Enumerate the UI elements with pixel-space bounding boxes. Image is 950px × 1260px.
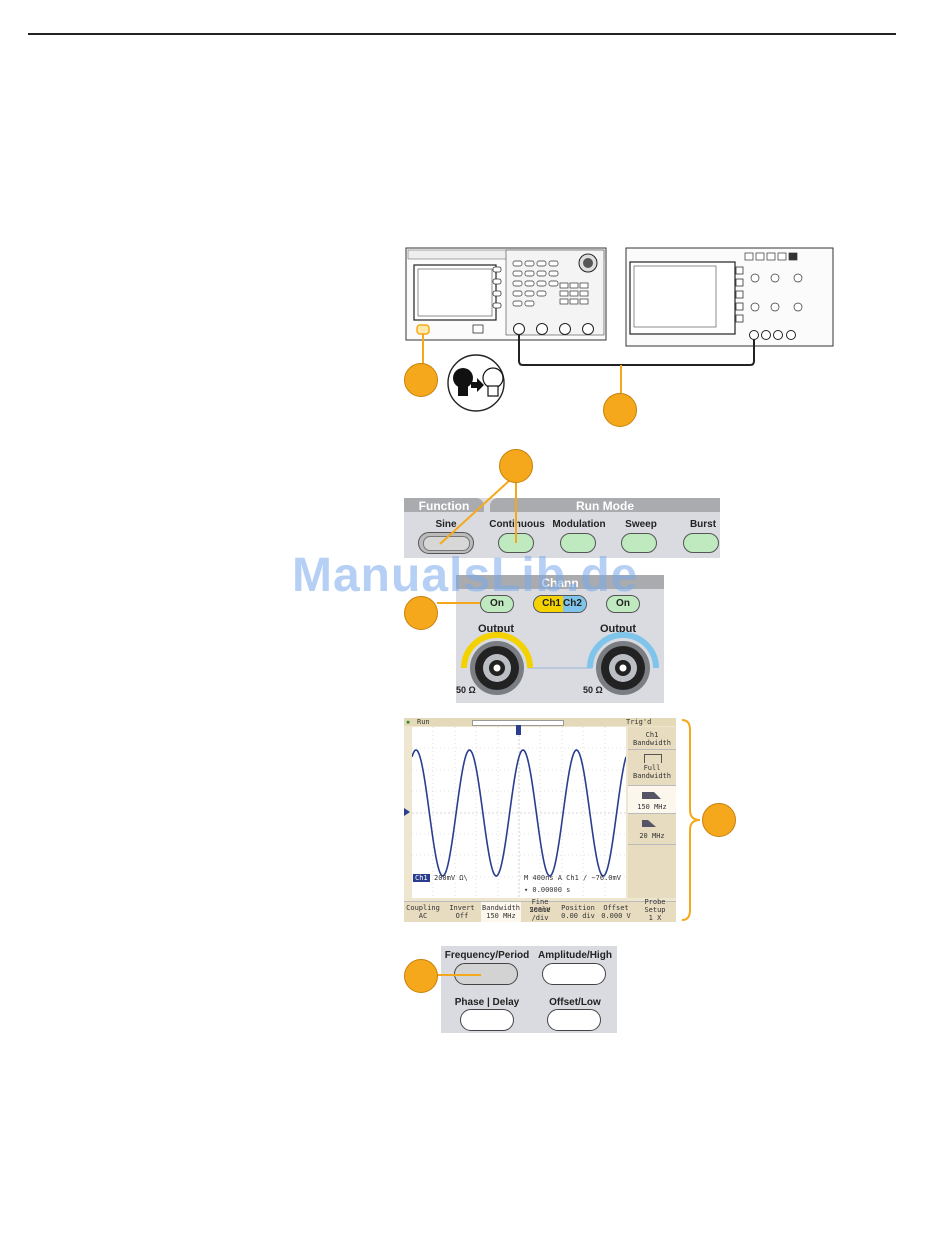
coupling-label: Coupling (406, 904, 440, 912)
oscilloscope-device (625, 247, 834, 347)
function-generator-device (405, 247, 607, 341)
ch1-label: Ch1 (534, 596, 561, 612)
header-rule (28, 33, 896, 35)
bottom-menu-probe-setup[interactable]: Probe Setup 1 X (635, 898, 675, 922)
run-mode-label-burst: Burst (689, 519, 717, 530)
power-on-icon (447, 354, 505, 412)
probe-value: 1 X (648, 914, 662, 922)
parameter-panel: Frequency/Period Amplitude/High Phase | … (441, 946, 617, 1033)
fine-scale-label: Fine Scale (529, 898, 551, 914)
instrument-setup-illustration (405, 247, 834, 412)
full-label-1: Full (643, 764, 661, 772)
waveform-display (412, 727, 626, 898)
frequency-leader-line (437, 974, 481, 976)
scope-bracket (681, 719, 701, 921)
bottom-menu: Coupling AC Invert Off Bandwidth 150 MHz… (404, 898, 676, 922)
offset-low-button[interactable] (547, 1009, 601, 1031)
side-menu-20mhz[interactable]: 20 MHz (628, 813, 676, 845)
output-leader-line (437, 602, 480, 604)
side-menu-150mhz[interactable]: 150 MHz (628, 785, 676, 814)
ch1-output-connector (461, 632, 533, 695)
callout-marker-cable (603, 393, 637, 427)
amplitude-high-label: Amplitude/High (538, 950, 612, 961)
callout-marker-function (499, 449, 533, 483)
bottom-menu-coupling[interactable]: Coupling AC (404, 902, 442, 922)
bottom-menu-fine-scale[interactable]: Fine Scale 200mV /div (521, 898, 559, 922)
bandwidth-label: Bandwidth (482, 904, 520, 912)
offset-value: 0.000 V (601, 912, 631, 920)
run-mode-label-sweep: Sweep (625, 519, 657, 530)
ch2-label: Ch2 (563, 596, 586, 612)
function-leader-lines (439, 479, 517, 545)
phase-delay-button[interactable] (460, 1009, 514, 1031)
side-menu-title-2: Bandwidth (633, 739, 671, 747)
probe-label: Probe (644, 898, 666, 906)
sweep-button[interactable] (621, 533, 657, 553)
bottom-menu-offset[interactable]: Offset 0.000 V (597, 902, 635, 922)
position-label: Position (561, 904, 595, 912)
output-1-label: Output (477, 623, 515, 635)
full-label-2: Bandwidth (633, 772, 671, 780)
setup-label: Setup (644, 906, 666, 914)
invert-label: Invert (449, 904, 475, 912)
ch1-tag: Ch1 (413, 874, 430, 882)
side-menu-full-bandwidth[interactable]: Full Bandwidth (628, 749, 676, 786)
sine-label: Sine (435, 519, 457, 530)
bandwidth-value: 150 MHz (486, 912, 516, 920)
offset-low-label: Offset/Low (549, 997, 601, 1008)
bottom-menu-bandwidth[interactable]: Bandwidth 150 MHz (481, 902, 521, 922)
amplitude-high-button[interactable] (542, 963, 606, 985)
bw20-label: 20 MHz (639, 832, 665, 840)
bottom-menu-invert[interactable]: Invert Off (443, 902, 481, 922)
position-value: 0.00 div (561, 912, 595, 920)
frequency-period-label: Frequency/Period (444, 950, 530, 961)
offset-label: Offset (603, 904, 629, 912)
sine-button[interactable] (418, 532, 474, 554)
side-menu: Ch1 Bandwidth Full Bandwidth 150 MHz 20 … (628, 727, 676, 898)
run-mode-header: Run Mode (576, 499, 634, 513)
ch1-level-marker (404, 808, 410, 816)
invert-value: Off (455, 912, 469, 920)
trigger-position-marker (516, 725, 521, 735)
impedance-1-label: 50 Ω (456, 685, 476, 695)
function-header: Function (418, 499, 470, 513)
ch2-output-connector (587, 632, 659, 695)
modulation-button[interactable] (560, 533, 596, 553)
coupling-value: AC (418, 912, 428, 920)
bnc-cable (518, 335, 755, 366)
trigger-position-readout: ▾ 0.00000 s (524, 886, 571, 894)
burst-button[interactable] (683, 533, 719, 553)
watermark-text: ManualsLib.de (292, 549, 639, 602)
run-mode-label-modulation: Modulation (552, 519, 606, 530)
oscilloscope-screen: ▪ Run Trig'd Ch1 200mV Ω\ M 400ns A Ch1 … (404, 718, 676, 922)
bw150-label: 150 MHz (637, 803, 667, 811)
ch2-on-button[interactable]: On (606, 595, 640, 613)
vertical-scale: 200mV Ω\ (434, 874, 468, 882)
status-run: Run (417, 718, 430, 726)
ch1-ch2-toggle-button[interactable]: Ch1 Ch2 (533, 595, 587, 613)
callout-marker-output (404, 596, 438, 630)
fine-scale-value: 200mV (529, 906, 551, 914)
phase-delay-label: Phase | Delay (454, 997, 520, 1008)
side-menu-title-1: Ch1 (645, 731, 659, 739)
callout-marker-power (404, 363, 438, 397)
status-trigd: Trig'd (626, 718, 652, 726)
impedance-2-label: 50 Ω (583, 685, 603, 695)
callout-marker-frequency (404, 959, 438, 993)
output-2-label: Output (599, 623, 637, 635)
callout-marker-scope (702, 803, 736, 837)
bottom-menu-position[interactable]: Position 0.00 div (559, 902, 597, 922)
fine-scale-unit: /div (531, 914, 549, 922)
timebase-readout: M 400ns A Ch1 ∕ −76.0mV (524, 874, 621, 882)
ch1-on-button[interactable]: On (480, 595, 514, 613)
output-connectors (461, 632, 659, 695)
channel-header: Chann (541, 576, 579, 590)
